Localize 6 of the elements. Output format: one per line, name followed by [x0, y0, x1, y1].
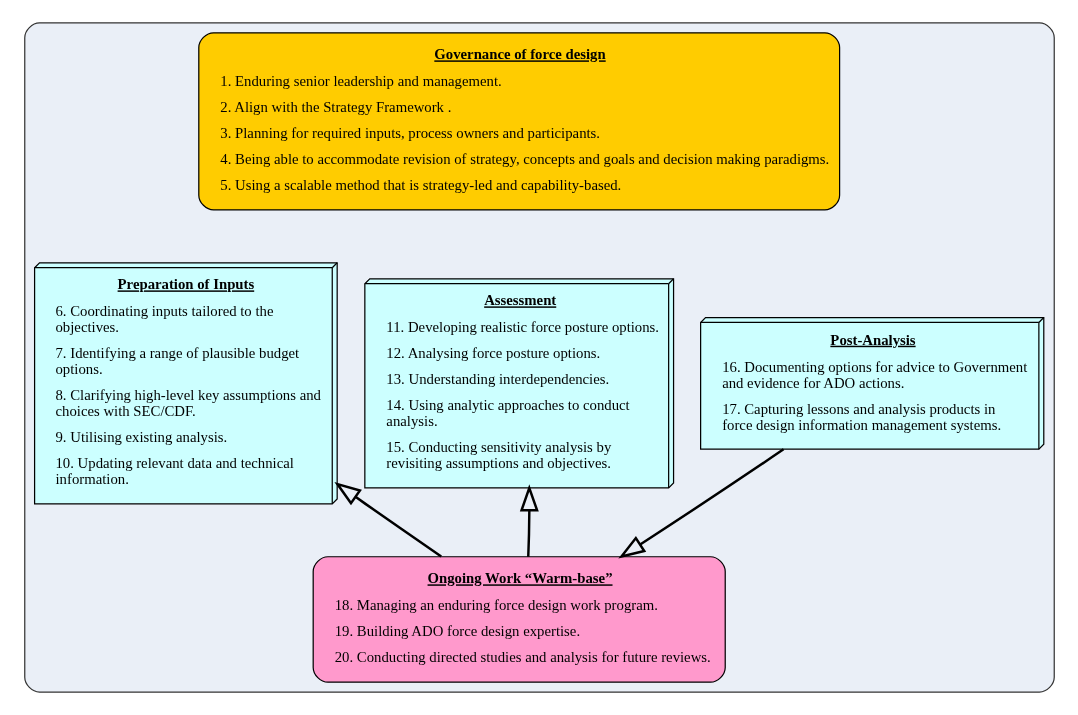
arrow [519, 484, 539, 557]
arrow [617, 448, 784, 559]
node-box: Ongoing Work “Warm-base” 18. Managing an enduring force design work program. 19. Building ADO force design expertise. 20. Conducting directed studies and analysis for future reviews. [312, 556, 726, 683]
cluster [23, 22, 1055, 693]
arrow [333, 481, 442, 558]
node-box: Governance of force design 1. Enduring senior leadership and management. 2. Align with the Strategy Framework . 3. Planning for required inputs, process owners and participants. 4. Being able to accommodate revision of strategy, concepts and goals and decision making paradigms. 5. Using a scalable method that is strategy-led and capability-based. [197, 32, 840, 211]
